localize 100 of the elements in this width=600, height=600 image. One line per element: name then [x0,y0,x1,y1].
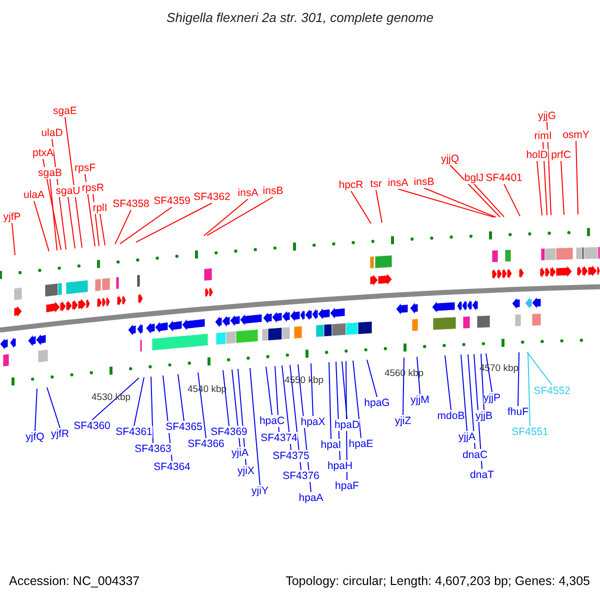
leader-line [342,360,348,420]
gene-label: hpaE [348,438,374,450]
gene-label: rpsR [82,182,104,194]
leader-line [46,387,60,428]
leader-line [398,188,494,218]
gene-label: rpsF [74,162,96,174]
gene-label: yjjG [538,110,556,122]
leader-line [444,354,452,410]
leader-line [250,368,260,486]
scale-label: 4530 kbp [91,392,131,403]
gene-label: yjjA [458,431,476,443]
gene-label: osmY [562,129,590,141]
gene-label: yjiY [252,485,268,497]
leader-line [474,354,482,470]
gene-label: SF4358 [112,198,150,210]
gene-label: ulaA [24,189,44,201]
gene-label: hpaH [327,460,353,472]
gene-label: hpaI [320,439,342,451]
leader-line [416,356,420,394]
leader-line [560,160,564,216]
gene-label: SF4364 [154,461,190,473]
leader-line [34,388,38,432]
leader-line [282,365,292,450]
gene-label: hpaG [364,397,390,409]
title: Shigella flexneri 2a str. 301, complete genome [166,10,434,25]
footer-text: Accession: NC_004337 [9,574,140,588]
leader-line [136,202,212,243]
leader-line [100,214,106,246]
gene-label: yjfR [50,428,70,440]
leader-line [206,196,274,236]
gene-label: dnaT [470,469,494,481]
leader-line [150,376,154,444]
gene-label: yjjQ [440,153,460,165]
gene-label: SF4552 [534,385,570,397]
gene-label: SF4365 [166,421,202,433]
leader-line [328,362,332,440]
gene-label: SF4375 [272,450,310,462]
leader-line [92,194,100,246]
leader-line [120,206,172,244]
gene-label: hpaF [335,480,359,492]
leader-line [134,376,144,426]
leader-line [474,184,504,218]
gene-label: yjfP [3,211,21,223]
gene-label: hpaD [334,419,360,431]
gene-label: hpaA [298,492,324,504]
gene-label: insA [238,187,258,199]
gene-label: hpaC [259,415,285,427]
gene-label: SF4363 [134,443,172,455]
leader-line [542,142,548,216]
gene-label: yjjM [410,394,430,406]
gene-label: SF4359 [154,195,190,207]
gene-label: ptxA [32,147,54,159]
gene-label: SF4362 [194,191,230,203]
gene-label: sgaE [53,105,77,117]
gene-label: SF4551 [512,426,548,438]
gene-label: SF4401 [486,172,522,184]
gene-label: prfC [551,149,571,161]
leader-line [350,190,372,224]
leader-line [178,374,184,422]
gene-label: insB [414,176,434,188]
leader-line [198,372,206,438]
gene-label: SF4366 [188,438,224,450]
gene-label: yjjB [476,410,492,422]
gene-label: bglJ [464,172,484,184]
gene-label: SF4361 [116,426,152,438]
gene-label: yjiA [232,447,248,459]
gene-label: fhuF [508,406,528,418]
leader-line [222,370,230,426]
gene-label: insA [388,177,408,189]
gene-label: sgaB [38,167,62,179]
leader-line [68,196,76,249]
leader-line [546,122,552,216]
leader-line [84,174,96,247]
leader-line [50,178,58,251]
leader-line [504,184,520,217]
gene-label: yjfQ [26,431,44,443]
gene-label: SF4360 [74,420,110,432]
gene-label: SF4376 [282,470,320,482]
leader-line [12,222,16,256]
gene-label: yjiX [238,465,254,477]
leader-line [528,351,530,426]
leader-line [204,198,248,236]
leader-line [402,357,404,416]
gene-label: dnaC [462,449,488,461]
gene-label: sgaU [56,185,80,197]
leader-line [266,366,272,416]
gene-label: yjjP [484,392,500,404]
gene-label: tsr [370,178,382,190]
gene-label: mdoB [437,410,465,422]
leader-line [536,160,542,216]
leader-line [526,352,552,386]
leader-line [424,188,496,218]
leader-line [376,190,382,224]
gene-label: SF4374 [260,432,298,444]
leader-line [114,210,132,245]
leader-line [92,377,140,420]
leader-line [486,353,492,392]
leader-line [450,164,500,218]
leader-line [42,158,62,250]
leader-line [310,362,314,416]
